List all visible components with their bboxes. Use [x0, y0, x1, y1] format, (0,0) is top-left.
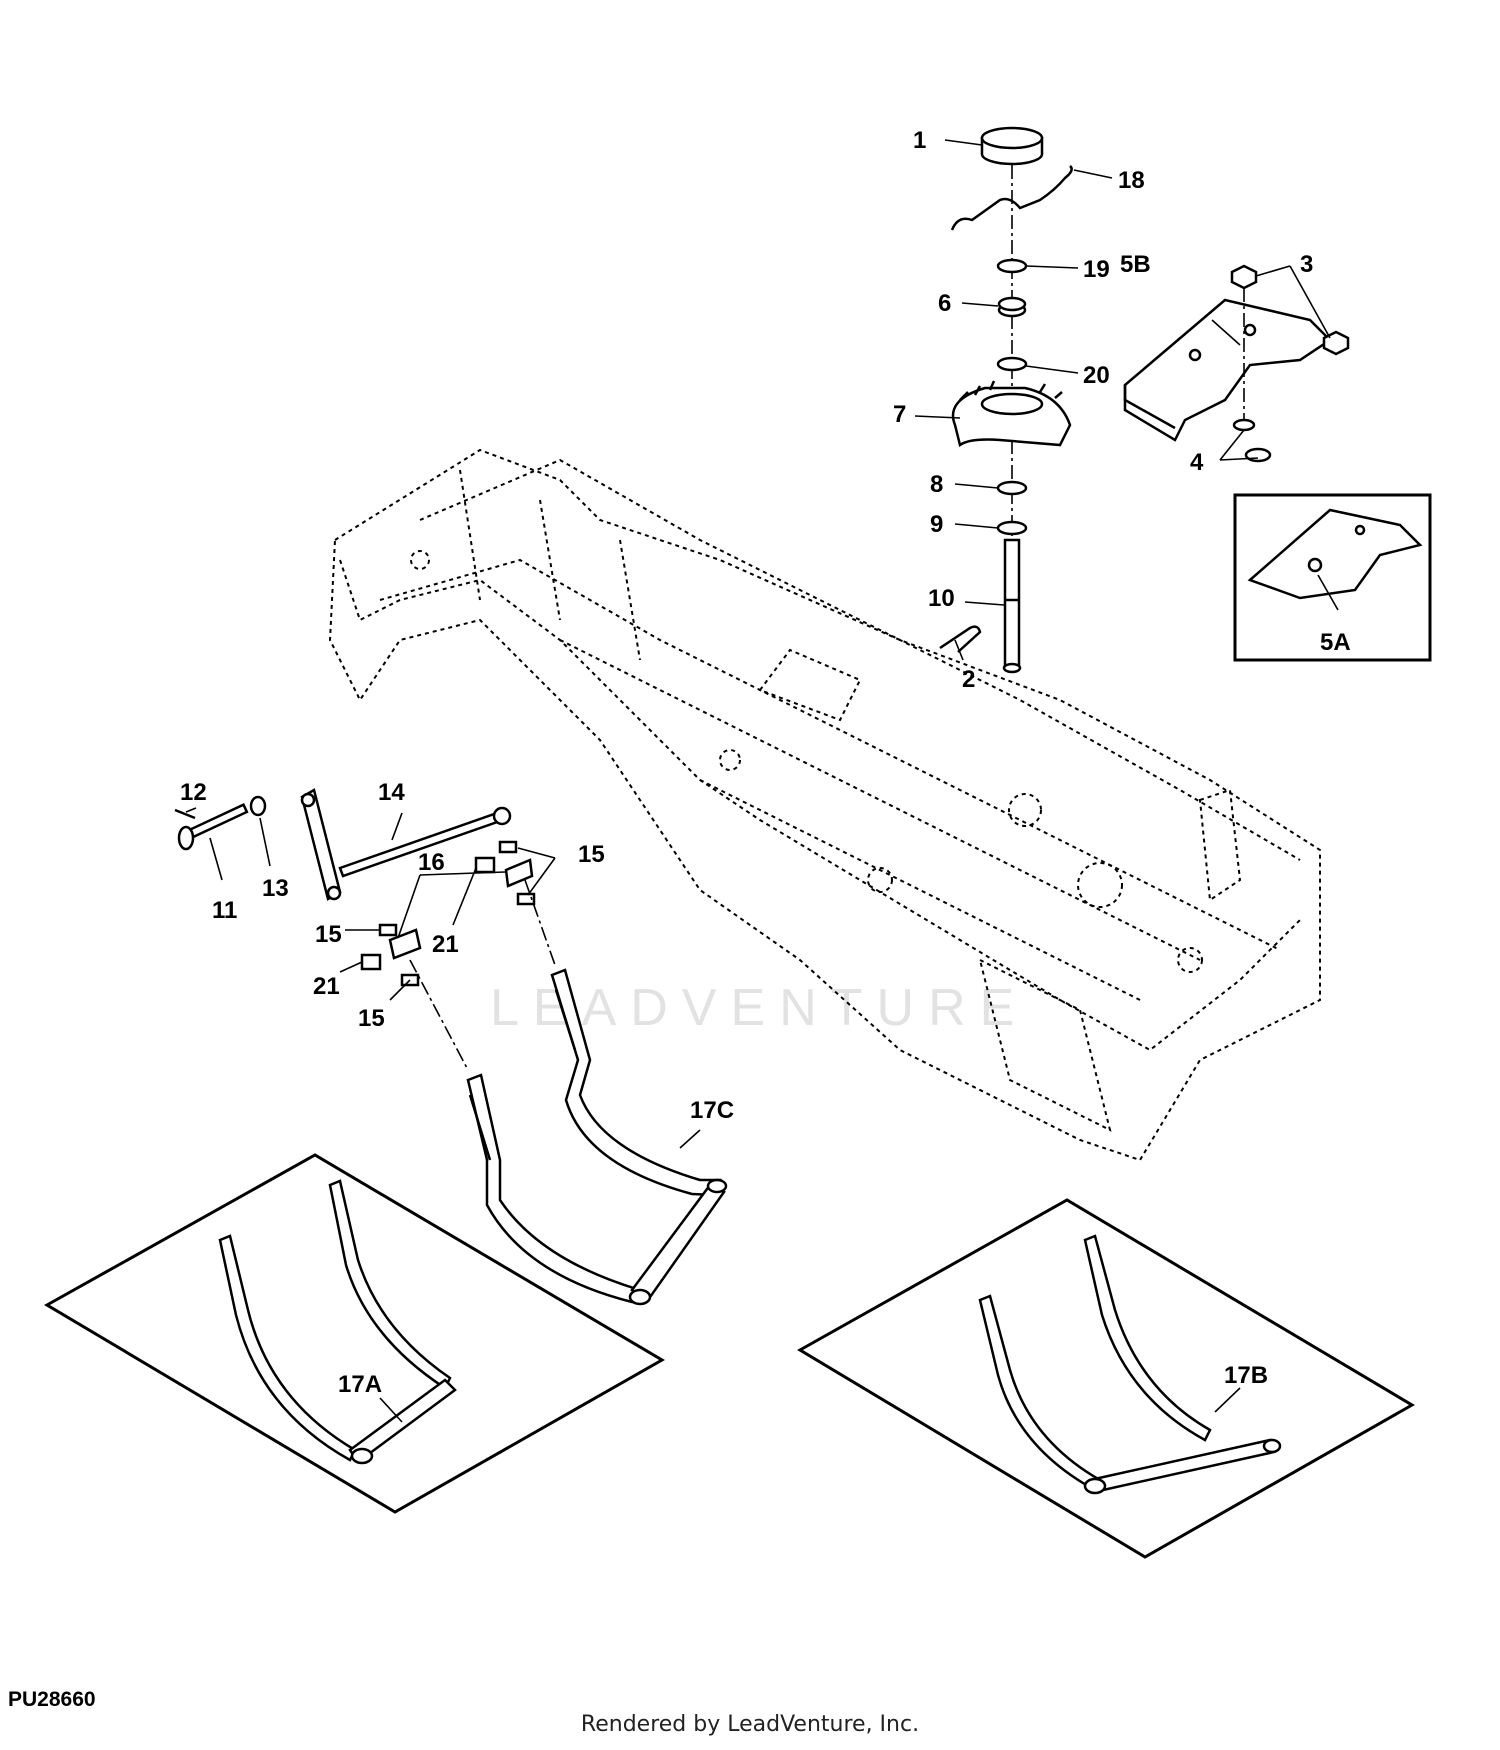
callout-4: 4	[1190, 449, 1204, 476]
pin-11	[177, 803, 249, 851]
shaft	[1002, 538, 1022, 674]
washer-8	[996, 480, 1028, 496]
callout-17a: 17A	[338, 1371, 382, 1398]
callout-5b: 5B	[1120, 251, 1151, 278]
callout-14: 14	[378, 779, 405, 806]
callout-21-right: 21	[432, 931, 459, 958]
washer-13	[249, 795, 267, 817]
callout-17b: 17B	[1224, 1362, 1268, 1389]
callout-15-left: 15	[315, 921, 342, 948]
swivel-16	[388, 858, 534, 960]
washer-20	[996, 356, 1028, 372]
pedal-bar-17c	[466, 968, 728, 1306]
axis-rod-2	[524, 879, 556, 966]
inset-17a-box	[43, 1153, 665, 1514]
render-credit: Rendered by LeadVenture, Inc.	[580, 1712, 920, 1737]
cotter-12	[174, 808, 196, 820]
callout-16: 16	[418, 849, 445, 876]
bushing-6	[997, 296, 1027, 318]
callout-5a: 5A	[1320, 629, 1351, 656]
knob	[980, 126, 1044, 166]
callout-9: 9	[930, 511, 943, 538]
callout-11: 11	[212, 897, 237, 924]
callout-1: 1	[913, 127, 926, 154]
callout-20: 20	[1083, 362, 1110, 389]
callout-10: 10	[928, 585, 955, 612]
callout-19: 19	[1083, 256, 1110, 283]
callout-12: 12	[180, 779, 207, 806]
callout-7: 7	[893, 401, 906, 428]
callout-21-left: 21	[313, 973, 340, 1000]
pedal-bar-17b	[978, 1234, 1282, 1495]
callout-2: 2	[962, 666, 975, 693]
nut-3a	[1230, 264, 1258, 290]
callout-3: 3	[1300, 251, 1313, 278]
washer-9	[996, 520, 1028, 536]
callout-18: 18	[1118, 167, 1145, 194]
tractor-frame-phantom	[328, 448, 1321, 1162]
bolt-4a	[1232, 418, 1256, 432]
callout-17c: 17C	[690, 1097, 734, 1124]
bracket-5b	[1123, 298, 1332, 442]
axis-rod-1	[409, 959, 469, 1071]
callout-6: 6	[938, 290, 951, 317]
bracket-5a	[1247, 508, 1423, 600]
washer-19	[996, 258, 1028, 274]
spring-clip	[950, 165, 1073, 231]
leader-lines	[185, 139, 1339, 1423]
callout-13: 13	[262, 875, 289, 902]
figure-id: PU28660	[8, 1688, 96, 1711]
cotter-pin	[939, 625, 982, 653]
pedal-bar-17a	[218, 1179, 457, 1465]
callout-15-bottom: 15	[358, 1005, 385, 1032]
inset-17b-box	[797, 1198, 1415, 1559]
link-rod	[338, 806, 512, 878]
lever-arm	[300, 788, 342, 901]
callout-15-right: 15	[578, 841, 605, 868]
quadrant-gear	[951, 380, 1072, 448]
callout-8: 8	[930, 471, 943, 498]
